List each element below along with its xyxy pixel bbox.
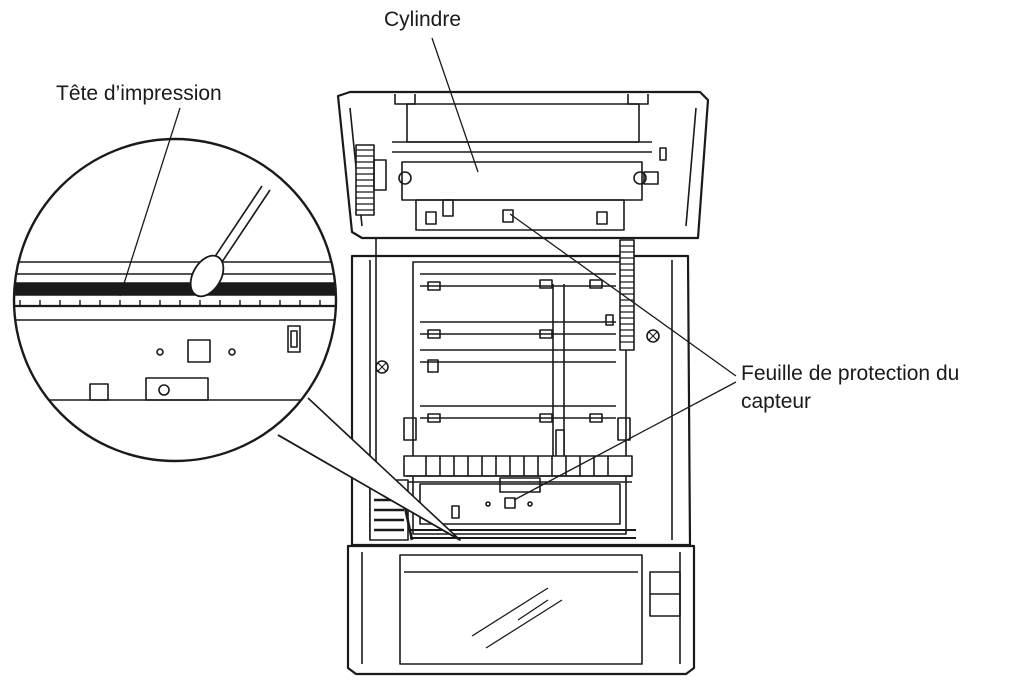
sensor-sheet-label: Feuille de protection du [741,362,960,385]
printer-body [346,238,696,676]
print-head-magnifier [12,137,338,463]
printer-cover [336,90,710,240]
sensor-sheet-label-line2: capteur [741,390,812,413]
leader-cylindre [431,37,479,173]
leader-sensor-lower [513,381,737,501]
cylinder-label: Cylindre [384,8,462,31]
cover-gear-left [355,144,387,216]
print-head-label: Tête d’impression [56,82,222,105]
body-gear-right [619,239,635,351]
leader-print-head [119,107,181,297]
leader-sensor-upper [509,213,737,377]
paper-guide-teeth [403,455,633,483]
